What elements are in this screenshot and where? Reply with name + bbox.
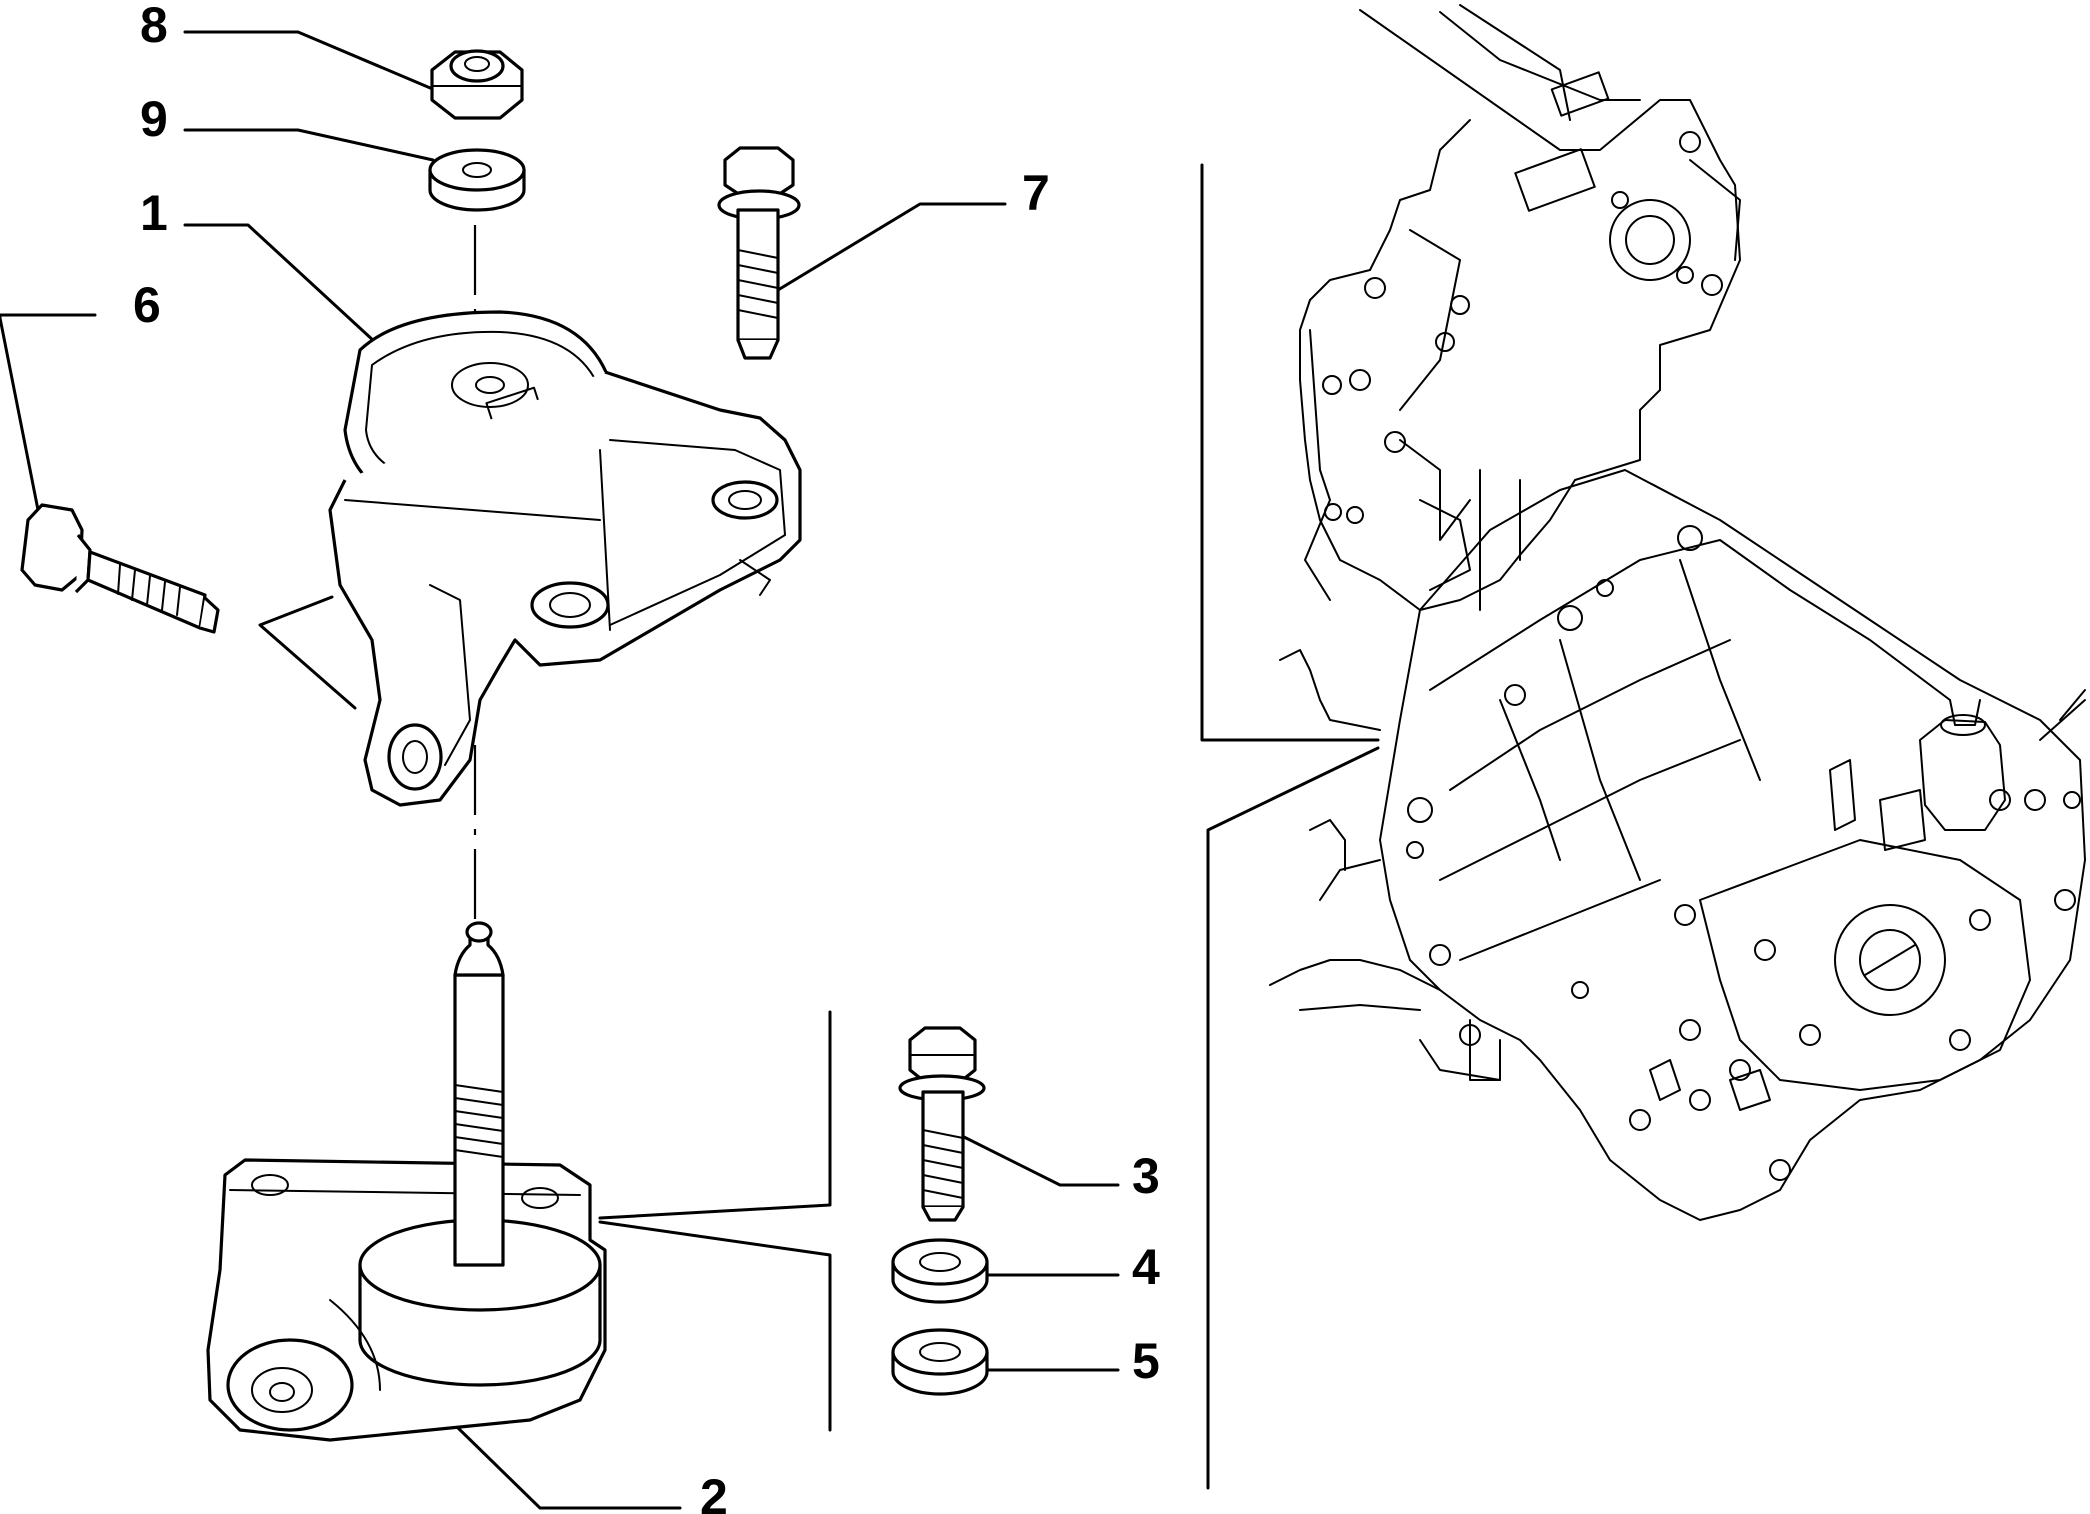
callout-1: 1 — [140, 185, 168, 241]
leader-6a — [0, 313, 97, 320]
leader-2 — [453, 1423, 682, 1510]
engine-gearbox-assembly — [1269, 4, 2086, 1221]
part-1-upper-mount — [328, 310, 802, 807]
leader-6-bracket — [258, 595, 357, 710]
callout-4: 4 — [1132, 1239, 1160, 1295]
leader-2-bracket-bottom — [598, 1220, 832, 1432]
part-6-bolt — [20, 503, 220, 634]
callout-9: 9 — [140, 91, 168, 147]
part-8-nut — [430, 49, 524, 120]
leader-7 — [776, 202, 1007, 292]
callout-6: 6 — [133, 277, 161, 333]
leader-lines — [0, 30, 1380, 1510]
callout-2: 2 — [700, 1469, 728, 1514]
leader-1 — [183, 223, 377, 344]
callout-7: 7 — [1022, 165, 1050, 221]
callout-5: 5 — [1132, 1333, 1160, 1389]
part-4-washer — [891, 1238, 989, 1304]
leader-engine-top — [1200, 163, 1380, 742]
leader-9 — [183, 128, 435, 162]
leader-6b — [0, 316, 42, 522]
part-9-washer — [428, 148, 526, 212]
leader-3 — [948, 1128, 1120, 1187]
callout-8: 8 — [140, 0, 168, 53]
leader-engine-bottom — [1206, 746, 1380, 1490]
part-3-bolt — [898, 1026, 986, 1222]
part-7-bolt — [717, 146, 801, 360]
part-5-washer — [891, 1328, 989, 1396]
callout-3: 3 — [1132, 1148, 1160, 1204]
part-2-lower-mount — [206, 921, 607, 1442]
leader-2-bracket-top — [598, 1010, 832, 1220]
leader-8 — [183, 30, 437, 92]
